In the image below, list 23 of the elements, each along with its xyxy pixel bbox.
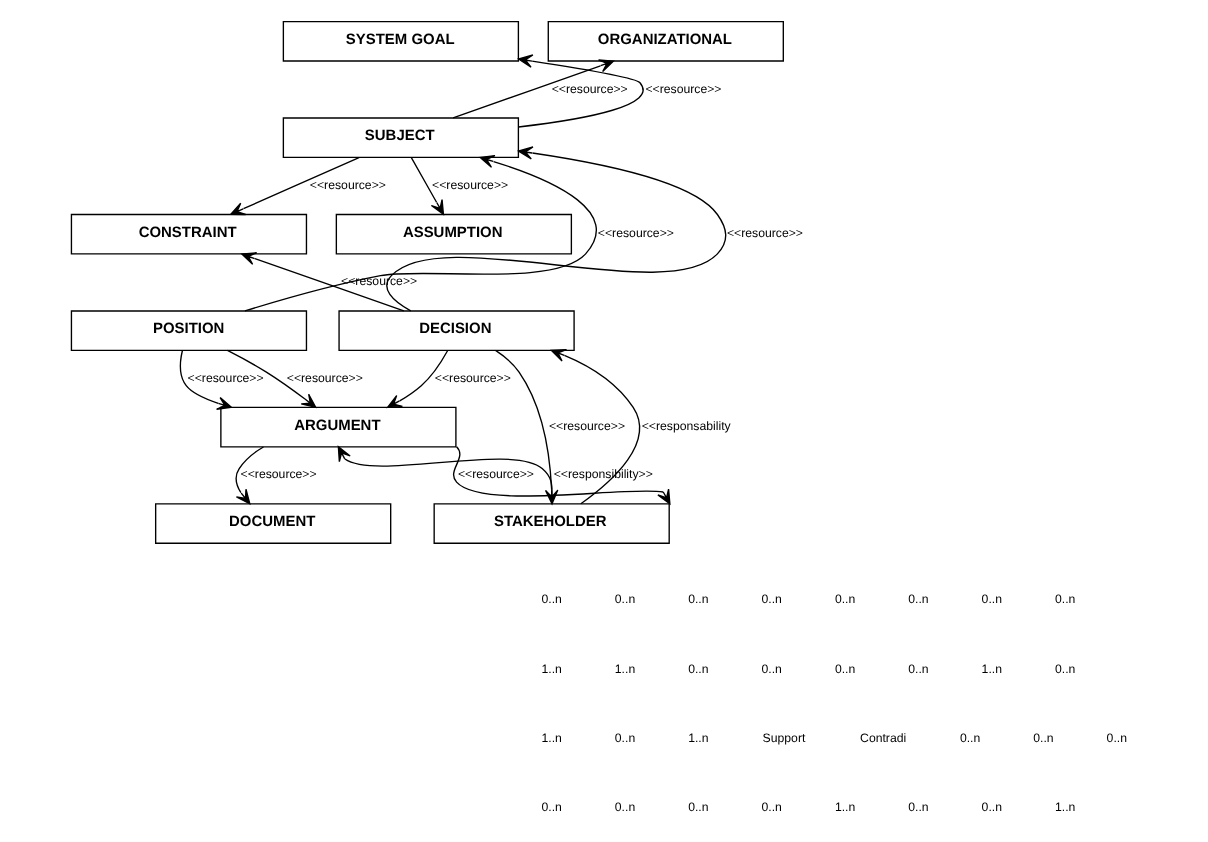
arrow — [516, 54, 643, 128]
node-box: ORGANIZATIONAL — [546, 20, 783, 62]
node-box: DECISION — [337, 310, 574, 352]
arrow — [234, 446, 264, 505]
node-box: POSITION — [69, 310, 307, 352]
arrow — [385, 146, 726, 312]
arrow — [229, 156, 359, 216]
arrow — [243, 154, 596, 312]
arrow — [451, 59, 614, 119]
node-box: ASSUMPTION — [334, 213, 572, 255]
arrow — [240, 252, 404, 312]
node-box: STAKEHOLDER — [432, 503, 669, 544]
arrow — [385, 350, 448, 409]
node-box: CONSTRAINT — [69, 213, 307, 255]
arrow — [225, 349, 316, 409]
node-box: SUBJECT — [281, 117, 519, 159]
node-box: SYSTEM GOAL — [281, 20, 519, 62]
arrow — [336, 446, 552, 505]
node-box: ARGUMENT — [219, 406, 456, 448]
node-box: DOCUMENT — [154, 503, 391, 544]
arrow — [178, 350, 232, 410]
arrow — [549, 348, 640, 505]
arrow — [409, 156, 444, 216]
